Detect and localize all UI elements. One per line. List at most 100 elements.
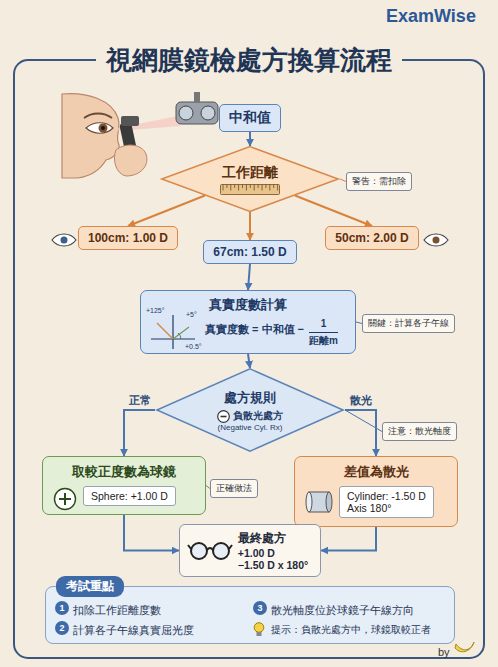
face-profile — [62, 94, 119, 178]
exam-illustration — [62, 92, 218, 178]
diamond-shape — [157, 369, 343, 451]
eye-outline — [52, 234, 76, 246]
connector — [124, 515, 179, 551]
node-text: 提示：負散光處方中，球鏡取較正者 — [271, 623, 431, 637]
node-text: 距離m — [309, 332, 338, 348]
node-text: 67cm: 1.50 D — [213, 245, 286, 259]
retinoscope-head — [121, 116, 139, 126]
node-text: 50cm: 2.00 D — [335, 231, 408, 245]
decor-ellipse — [306, 492, 312, 512]
node-text: 1 — [321, 318, 327, 329]
decor-line — [262, 184, 263, 190]
connector — [345, 410, 376, 456]
summary-panel: 考試重點扣除工作距離度數計算各子午線真實屈光度散光軸度位於球鏡子午線方向提示：負… — [45, 586, 455, 644]
warning-callout: 警告：需扣除 — [346, 172, 412, 191]
node-text: 正確做法 — [216, 482, 252, 495]
signature: by — [438, 646, 450, 658]
brand-logo: ExamWise — [386, 6, 476, 27]
edge-label: 正常 — [127, 393, 153, 408]
node-text: 散光軸度位於球鏡子午線方向 — [271, 603, 414, 618]
eye-icon — [424, 234, 448, 246]
connector — [128, 196, 205, 227]
node-text: 處方規則 — [224, 389, 276, 407]
decor-rect — [221, 184, 280, 194]
decor-path — [207, 548, 213, 550]
node-text: 真實度數計算 — [141, 296, 355, 314]
decor-svg — [253, 622, 265, 637]
callout-number: 2 — [55, 621, 69, 635]
decor-line — [157, 323, 173, 339]
callout-number: 3 — [253, 601, 267, 615]
key-callout: 關鍵：計算各子午線 — [362, 314, 455, 333]
node-text: 中和值 — [229, 109, 271, 127]
decor-line — [242, 184, 243, 188]
eye-iris — [61, 237, 68, 244]
node-text: Axis 180° — [347, 502, 426, 514]
hand — [114, 145, 146, 176]
diamond-shape — [162, 147, 338, 212]
phoropter-body — [176, 102, 218, 124]
node-text: 差值為散光 — [303, 463, 449, 481]
tip-callout: 正確做法 — [210, 479, 258, 498]
decor-circle — [218, 410, 230, 422]
decor-circle — [55, 489, 76, 510]
node-text: 真實度數 = 中和值 − — [205, 322, 304, 337]
decor-line — [173, 327, 189, 339]
node-text: 負散光處方 — [217, 410, 283, 423]
decor-path — [178, 333, 181, 339]
decor-line — [250, 184, 251, 188]
connector — [248, 354, 250, 368]
decor-line — [238, 184, 239, 190]
decor-svg — [220, 184, 280, 195]
node-text: +1.00 D — [238, 547, 308, 559]
decor-line — [229, 545, 232, 549]
node-text: (Negative Cyl. Rx) — [218, 423, 283, 432]
decor-line — [258, 184, 259, 188]
decor-circle — [254, 623, 264, 633]
node-text: Cylinder: -1.50 D — [347, 490, 426, 502]
calculation-box: 真實度數計算真實度數 = 中和值 − 1 距離m — [140, 290, 356, 354]
decor-line — [172, 315, 173, 349]
node-text: 100cm: 1.00 D — [88, 231, 168, 245]
decor-line — [223, 184, 224, 190]
cylinder-box: 差值為散光 Cylinder: -1.50 DAxis 180° — [294, 456, 458, 527]
eye-iris — [99, 124, 108, 133]
decision-diamond: 處方規則負散光處方(Negative Cyl. Rx) — [155, 368, 345, 452]
connector — [124, 410, 155, 456]
start-box: 中和值 — [219, 104, 281, 132]
decor-line — [277, 184, 278, 190]
distance-box: 100cm: 1.00 D — [78, 226, 178, 250]
angle-label: +125° — [146, 307, 165, 314]
node-text: 計算各子午線真實屈光度 — [73, 623, 194, 638]
phoropter-lens — [179, 106, 193, 120]
phoropter-lens — [201, 106, 215, 120]
eye-outline — [424, 234, 448, 246]
decor-line — [273, 184, 274, 188]
angle-label: +0.5° — [185, 343, 202, 350]
decor-line — [221, 415, 227, 417]
angle-label: +5° — [186, 311, 197, 318]
value-card: Sphere: +1.00 D — [83, 486, 176, 506]
decor-circle — [213, 543, 229, 559]
value-card: Cylinder: -1.50 DAxis 180° — [339, 486, 434, 518]
decor-svg — [305, 489, 333, 515]
note-callout: 注意：散光軸度 — [382, 422, 457, 441]
page-frame — [14, 60, 484, 658]
node-text: 警告：需扣除 — [352, 175, 406, 188]
decor-line — [188, 545, 191, 549]
title-heading: 視網膜鏡檢處方換算流程 — [96, 43, 402, 78]
eye-pupil — [101, 126, 105, 130]
sphere-box: 取較正度數為球鏡Sphere: +1.00 D — [42, 456, 206, 515]
decor-svg — [188, 540, 232, 560]
node-text: 考試重點 — [56, 576, 124, 597]
connector — [249, 212, 251, 240]
banana-icon — [455, 642, 474, 652]
node-text: 最終處方 — [238, 530, 308, 547]
decor-line — [269, 184, 270, 190]
eyebrow — [84, 114, 112, 119]
eye-white — [86, 123, 113, 134]
decision-diamond: 工作距離 — [160, 146, 340, 212]
decor-line — [254, 184, 255, 190]
node-text: 扣除工作距離度數 — [73, 603, 161, 618]
